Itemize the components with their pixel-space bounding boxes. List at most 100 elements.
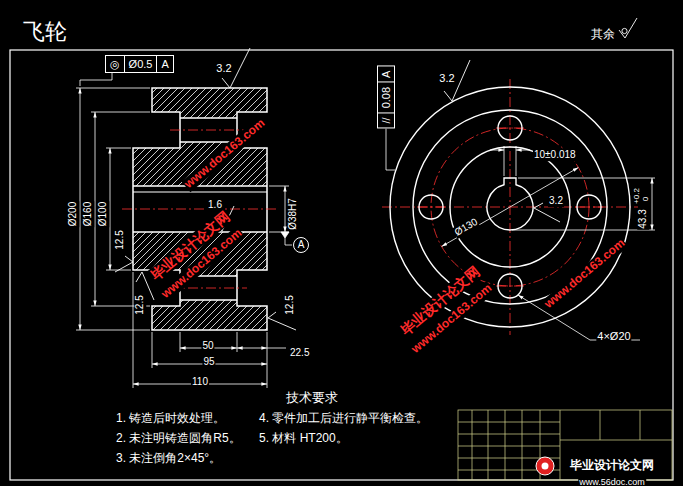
title-block (458, 446, 560, 447)
title-block (505, 410, 506, 480)
title-block (458, 410, 672, 480)
watermark: 毕业设计论文网 (569, 459, 655, 473)
dimension-text: 95 (202, 356, 215, 368)
logo-icon (536, 457, 554, 475)
watermark: www.56doc.com (578, 477, 646, 486)
leader-line (386, 128, 395, 170)
dimension-line (518, 178, 655, 179)
note-text: 2. 未注明铸造圆角R5。 (115, 432, 242, 446)
roughness-value: 3.2 (438, 72, 455, 85)
section-view (133, 191, 267, 192)
frame-cell: A (156, 56, 172, 72)
dimension-line (237, 332, 238, 352)
title-block (600, 410, 601, 440)
title-block (458, 422, 560, 423)
dimension-line (512, 230, 655, 231)
roughness-value: 12.5 (134, 294, 146, 315)
center-line (496, 286, 524, 287)
frame-cell: Ø0.5 (124, 56, 157, 72)
datum-mark (281, 232, 289, 238)
roughness-value: 3.2 (215, 62, 232, 75)
dimension-text: 10±0.018 (533, 149, 577, 161)
tolerance-frame: //0.08A (377, 66, 395, 129)
dimension-text: Ø200 (67, 201, 79, 227)
frame-cell: A (378, 67, 394, 83)
roughness-value: 12.5 (284, 294, 296, 315)
dimension-text: 43.3 (637, 208, 649, 229)
end-view (390, 87, 630, 327)
dimension-line (269, 186, 289, 187)
note-text: 1. 铸造后时效处理。 (115, 412, 226, 426)
leader-line (80, 73, 395, 170)
drawing-title: 飞轮 (22, 19, 68, 44)
dimension-line (91, 112, 150, 113)
notes-heading: 技术要求 (285, 391, 339, 406)
dimension-line (106, 148, 131, 149)
dimension-text: 50 (201, 340, 214, 352)
leader-line (80, 73, 112, 86)
dimension-line (180, 332, 181, 352)
roughness-symbol (115, 256, 133, 272)
note-text: 4. 零件加工后进行静平衡检查。 (258, 412, 429, 426)
dimension-line (76, 330, 150, 331)
center-line (122, 79, 638, 335)
tolerance-frame: ◎Ø0.5A (105, 55, 174, 73)
datum-mark (281, 232, 292, 245)
roughness-symbol (622, 28, 627, 33)
dimension-text: 4×Ø20 (596, 330, 631, 343)
datum-letter: A (298, 239, 305, 251)
dimension-line (76, 88, 150, 89)
dimension-line (152, 332, 153, 368)
roughness-value: 12.5 (114, 229, 126, 250)
end-view (498, 274, 522, 298)
dimension-text: 110 (191, 376, 209, 388)
title-block (458, 434, 560, 435)
end-view (450, 147, 570, 267)
datum-symbol: A (293, 237, 309, 253)
title-block (640, 410, 641, 440)
logo-icon (536, 457, 554, 475)
title-block (472, 410, 473, 480)
frame-cell: ◎ (106, 56, 124, 72)
datum-mark (285, 238, 292, 245)
end-view (577, 195, 601, 219)
dimension-line (516, 146, 517, 176)
center-line (431, 128, 589, 286)
dimension-line (133, 272, 134, 388)
datum-circle (294, 238, 309, 253)
frame-cell: 0.08 (378, 83, 394, 113)
dimension-line (95, 112, 96, 306)
title-block (488, 410, 489, 480)
note-text: 5. 材料 HT200。 (258, 432, 349, 446)
logo-icon (542, 463, 549, 470)
roughness-symbol (115, 18, 637, 330)
dimension-text: Ø160 (82, 201, 94, 227)
center-line (122, 209, 278, 210)
dimension-line (80, 88, 81, 330)
roughness-symbol (619, 18, 637, 38)
dimension-line (267, 348, 286, 349)
dimension-text: Ø130 (452, 215, 481, 238)
end-view (498, 116, 522, 140)
dimension-line (237, 348, 267, 349)
tolerance-text: 0 (641, 196, 650, 202)
dimension-line (76, 88, 655, 388)
note-text: 3. 未注倒角2×45°。 (115, 452, 222, 466)
center-line (496, 128, 524, 129)
dimension-line (652, 178, 653, 230)
frame-cell: // (378, 113, 394, 127)
dimension-line (442, 168, 579, 247)
title-block (522, 410, 523, 480)
end-view (419, 195, 443, 219)
dimension-text: Ø100 (97, 201, 109, 227)
title-block (458, 410, 672, 480)
center-line (170, 130, 247, 131)
title-block (560, 410, 561, 480)
dimension-text: Ø38H7 (287, 197, 299, 231)
end-view (390, 87, 630, 327)
center-line (417, 207, 445, 208)
note-text: 其余 (590, 28, 616, 42)
sheet-border (10, 50, 673, 480)
dimension-line (504, 146, 505, 176)
